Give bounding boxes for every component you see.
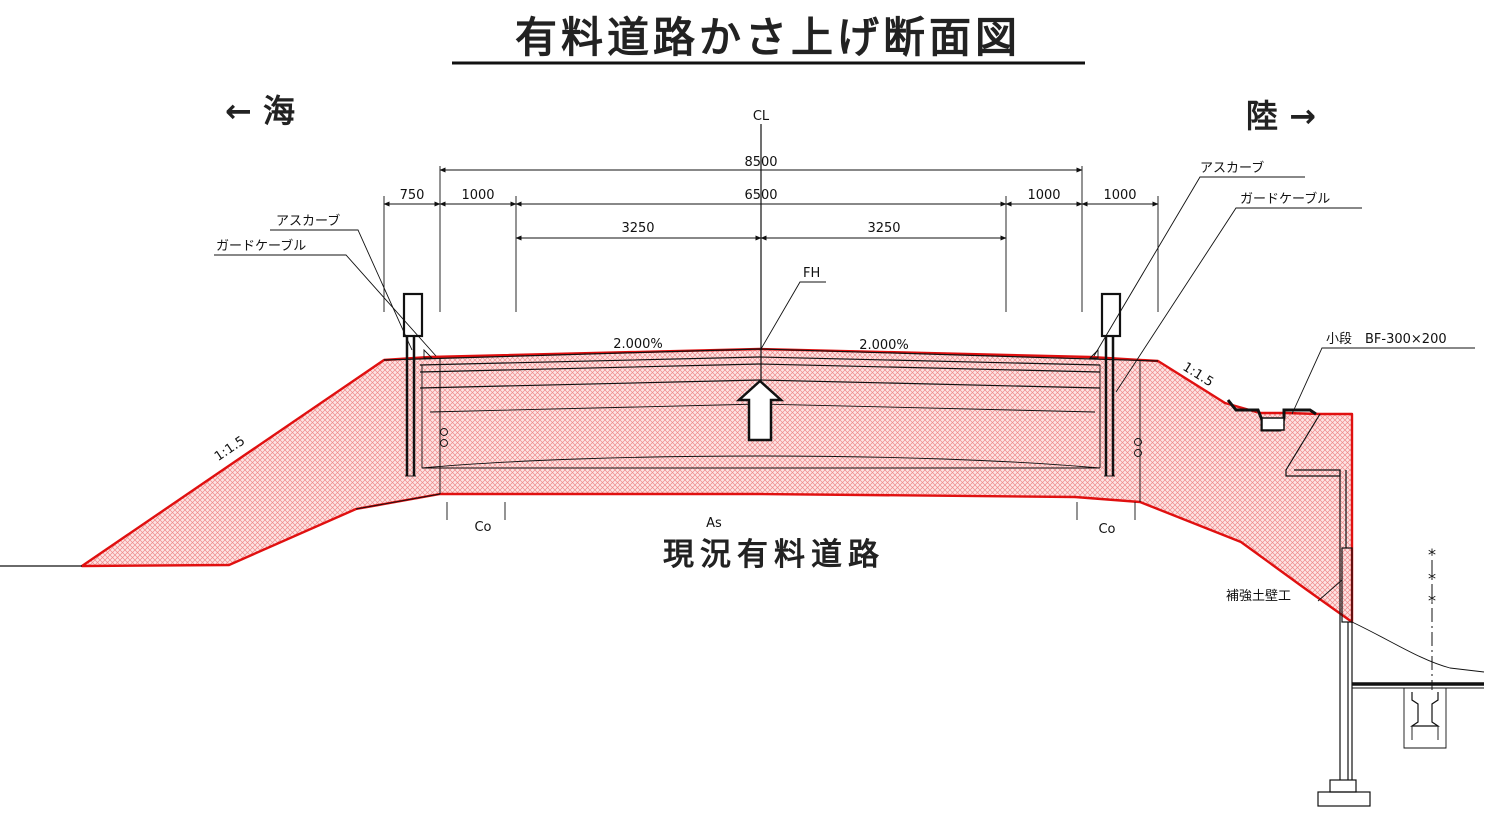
pipe-icon-left-1 — [440, 428, 448, 436]
guard-cable-post-head-right — [1100, 292, 1122, 338]
centerline-label: CL — [753, 109, 770, 124]
dim-half-left-label: 3250 — [621, 221, 654, 236]
co-left-label: Co — [474, 520, 491, 535]
road-surface — [383, 348, 1159, 362]
dim-right-shoulder-label: 1000 — [1027, 188, 1060, 203]
as-curb-right — [1088, 348, 1099, 359]
as-curb-right-leader — [1093, 176, 1305, 357]
guard-cable-right-label: ガードケーブル — [1240, 191, 1330, 207]
land-direction-label: 陸 → — [1246, 97, 1316, 135]
existing-road-base — [355, 493, 441, 510]
pavement-layer-2 — [419, 363, 1101, 373]
dim-half-right-label: 3250 — [867, 221, 900, 236]
dim-left-shoulder-label: 1000 — [461, 188, 494, 203]
as-curb-left-leader — [270, 229, 413, 351]
sea-direction-label: ← 海 — [225, 92, 295, 130]
pipe-icon-right-1 — [1134, 438, 1142, 446]
svg-text:*: * — [1428, 591, 1436, 610]
reinforced-soil-wall — [1285, 413, 1371, 807]
crossfall-right-label: 2.000% — [859, 338, 909, 353]
pipe-icon-right-2 — [1134, 449, 1142, 457]
as-curb-right-label: アスカーブ — [1200, 160, 1264, 176]
dimension-lines — [383, 167, 1159, 241]
dim-right-outer-label: 1000 — [1103, 188, 1136, 203]
reinforced-wall-label: 補強土壁工 — [1226, 589, 1291, 604]
svg-text:*: * — [1428, 569, 1436, 588]
as-curb-left-label: アスカーブ — [276, 213, 340, 229]
guard-cable-right-leader — [1115, 207, 1362, 393]
dim-total-label: 8500 — [744, 155, 777, 170]
as-curb-left — [423, 348, 434, 359]
existing-road-label: 現況有料道路 — [663, 537, 885, 573]
crossfall-left-label: 2.000% — [613, 337, 663, 352]
pavement-layer-1 — [419, 356, 1101, 366]
small-berm-label: 小段 BF-300×200 — [1326, 332, 1447, 347]
pipe-icon-left-2 — [440, 439, 448, 447]
embankment-fill — [80, 347, 1354, 624]
dim-left-outer-label: 750 — [400, 188, 425, 203]
dim-carriageway-label: 6500 — [744, 188, 777, 203]
guard-cable-left-leader — [214, 254, 437, 357]
fh-label: FH — [803, 266, 820, 281]
co-right-label: Co — [1098, 522, 1115, 537]
dimension-extension-lines — [383, 166, 1159, 312]
guard-cable-left-label: ガードケーブル — [216, 238, 306, 254]
raise-arrow-icon — [735, 379, 785, 442]
co-left-bracket — [446, 502, 506, 520]
reference-dashdot-line: * * * — [1428, 545, 1436, 690]
small-berm-leader — [1291, 347, 1475, 415]
fh-leader — [760, 281, 826, 350]
page-title: 有料道路かさ上げ断面図 — [515, 13, 1021, 62]
existing-road-outline — [421, 365, 1101, 469]
right-ground-structure — [1351, 621, 1485, 749]
svg-text:*: * — [1428, 545, 1436, 564]
co-right-bracket — [1076, 502, 1136, 520]
as-layer-label: As — [706, 516, 722, 531]
